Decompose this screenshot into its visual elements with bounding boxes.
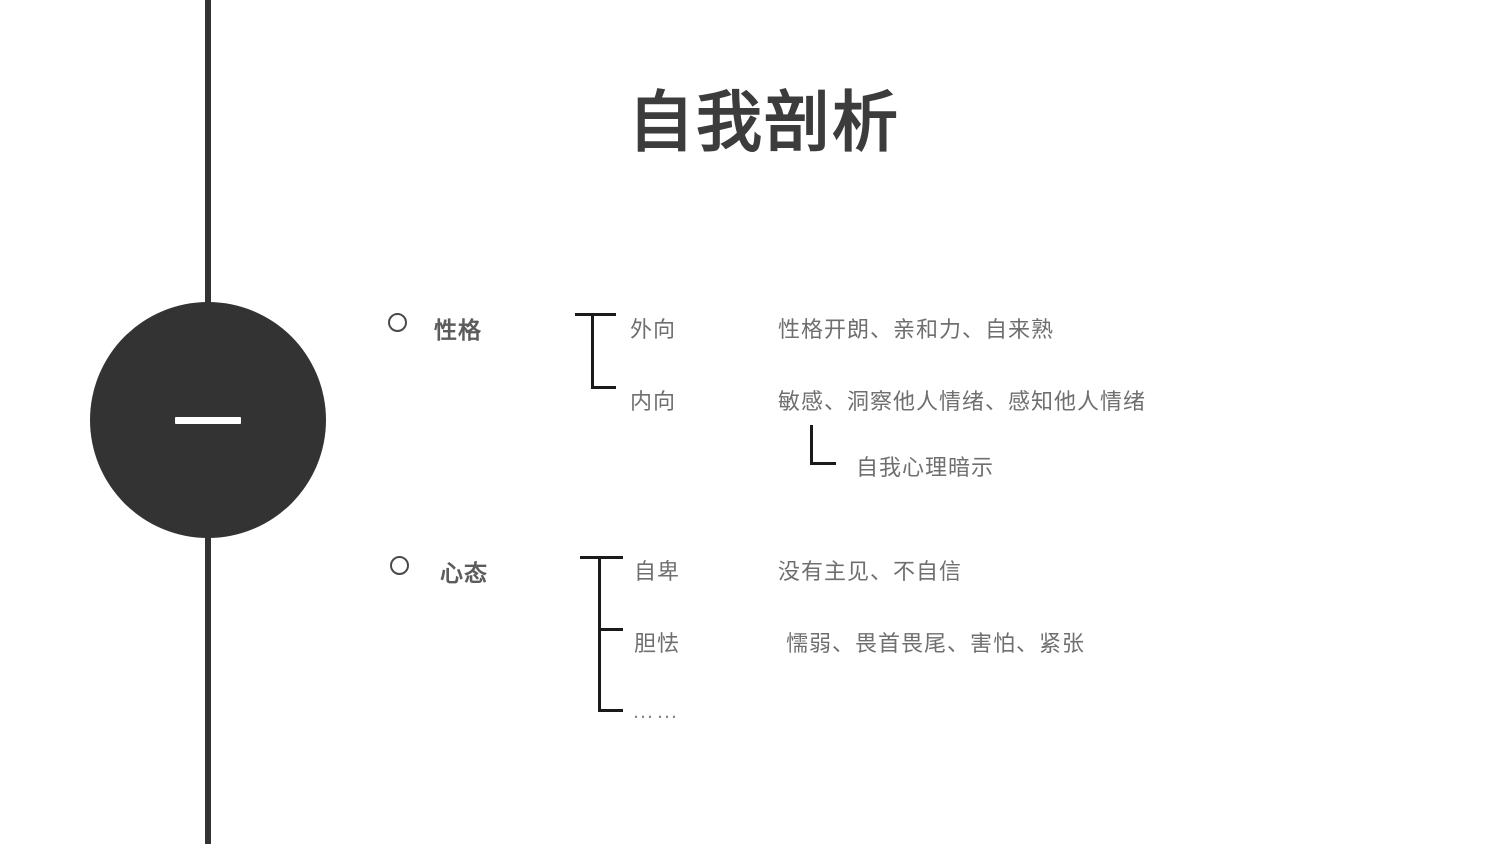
group-label-personality: 性格 xyxy=(434,317,482,343)
branch-label-introvert: 内向 xyxy=(630,389,677,414)
page-title: 自我剖析 xyxy=(628,85,900,159)
detail-text-extrovert: 性格开朗、亲和力、自来熟 xyxy=(778,317,1055,342)
group-bullet-icon-personality xyxy=(388,313,407,332)
sub-bracket-arm-personality xyxy=(810,462,836,465)
branch-label-timid: 胆怯 xyxy=(634,631,681,656)
detail-text-introvert: 敏感、洞察他人情绪、感知他人情绪 xyxy=(778,389,1147,414)
branch-label-extrovert: 外向 xyxy=(630,317,677,342)
bracket-arm-personality-2 xyxy=(591,386,616,389)
bracket-arm-mindset-2 xyxy=(598,628,623,631)
group-label-mindset: 心态 xyxy=(440,560,488,586)
group-bullet-icon-mindset xyxy=(390,556,409,575)
sub-note-self-suggestion: 自我心理暗示 xyxy=(856,455,995,480)
bracket-arm-mindset-3 xyxy=(598,709,623,712)
white-dash-icon xyxy=(175,417,241,424)
detail-text-timid: 懦弱、畏首畏尾、害怕、紧张 xyxy=(786,631,1086,656)
detail-text-inferiority: 没有主见、不自信 xyxy=(778,559,963,584)
bracket-stem-personality xyxy=(591,313,594,389)
sub-bracket-stem-personality xyxy=(810,425,813,465)
bracket-arm-personality-1 xyxy=(575,313,616,316)
branch-label-inferiority: 自卑 xyxy=(634,559,681,584)
bracket-stem-mindset xyxy=(598,556,601,712)
bracket-arm-mindset-1 xyxy=(580,556,623,559)
branch-label-more: …… xyxy=(632,698,680,723)
